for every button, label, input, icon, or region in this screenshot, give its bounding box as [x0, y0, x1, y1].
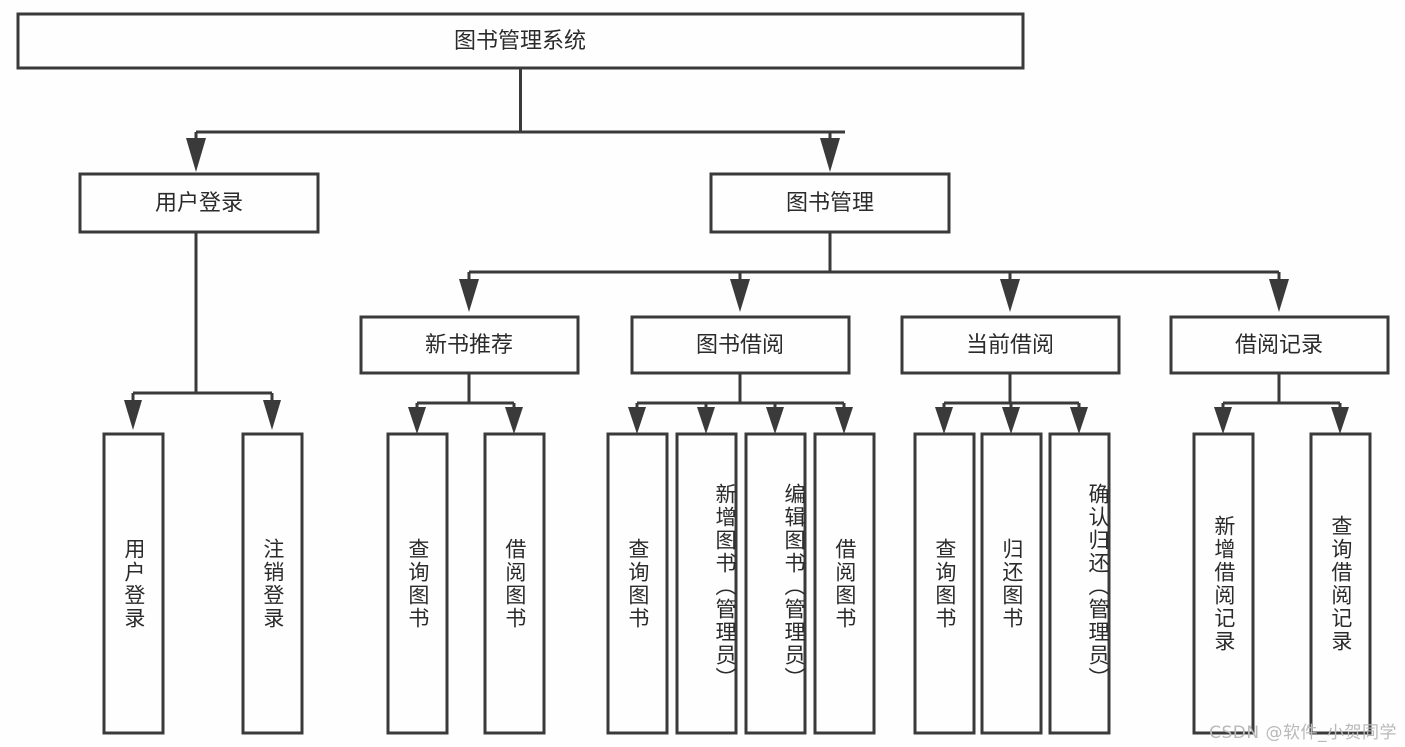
leaf-box-user-login-2[interactable]: [241, 432, 304, 735]
leaf-box-current-borrow-1[interactable]: [913, 432, 976, 735]
leaf-box-new-book-2[interactable]: [483, 432, 546, 735]
arrow-head-borrow-record-leaf-1: [1214, 407, 1232, 434]
leaf-box-borrow-record-1[interactable]: [1192, 432, 1255, 735]
node-user-login-box[interactable]: [78, 172, 320, 234]
node-root-box[interactable]: [16, 12, 1025, 70]
arrow-head-new-book-leaf-1: [408, 407, 426, 434]
arrow-head-current-borrow-leaf-3: [1070, 407, 1088, 434]
arrow-head-book-borrow-leaf-4: [835, 407, 853, 434]
leaf-box-borrow-record-2[interactable]: [1309, 432, 1372, 735]
arrow-head-new-book-leaf-2: [505, 407, 523, 434]
arrow-head-user-login: [186, 138, 206, 172]
node-new-book-recommend-box[interactable]: [359, 315, 580, 375]
leaf-box-book-borrow-1[interactable]: [606, 432, 669, 735]
node-book-mgmt-box[interactable]: [709, 172, 951, 234]
leaf-box-book-borrow-3[interactable]: [744, 432, 807, 735]
leaf-box-book-borrow-4[interactable]: [813, 432, 876, 735]
arrow-head-user-login-leaf-2: [263, 400, 281, 430]
arrow-head-level3-3: [1000, 279, 1020, 312]
arrow-head-level3-2: [730, 279, 750, 312]
node-current-borrow-box[interactable]: [900, 315, 1121, 375]
arrow-head-user-login-leaf-1: [124, 400, 142, 430]
node-new-book-recommend-label: 新书推荐: [425, 333, 513, 358]
node-current-borrow-label: 当前借阅: [966, 333, 1054, 358]
arrow-head-book-borrow-leaf-1: [628, 407, 646, 434]
node-book-borrow-label: 图书借阅: [696, 333, 784, 358]
leaf-box-current-borrow-2[interactable]: [980, 432, 1043, 735]
node-borrow-record-box[interactable]: [1169, 315, 1390, 375]
arrow-head-borrow-record-leaf-2: [1331, 407, 1349, 434]
arrow-head-book-mgmt: [820, 138, 840, 172]
leaf-box-current-borrow-3[interactable]: [1048, 432, 1111, 735]
node-root-label: 图书管理系统: [454, 29, 586, 54]
arrow-head-book-borrow-leaf-3: [766, 407, 784, 434]
arrow-head-level3-4: [1269, 279, 1289, 312]
arrow-head-level3-1: [459, 279, 479, 312]
node-user-login-label: 用户登录: [155, 191, 243, 216]
node-book-borrow-box[interactable]: [630, 315, 851, 375]
leaf-box-book-borrow-2[interactable]: [675, 432, 738, 735]
arrow-head-current-borrow-leaf-1: [935, 407, 953, 434]
arrow-head-current-borrow-leaf-2: [1002, 407, 1020, 434]
csdn-watermark: CSDN @软件_小贺同学: [1209, 723, 1397, 743]
leaf-box-new-book-1[interactable]: [386, 432, 449, 735]
node-borrow-record-label: 借阅记录: [1235, 333, 1323, 358]
node-book-mgmt-label: 图书管理: [786, 191, 874, 216]
leaf-box-user-login-1[interactable]: [102, 432, 165, 735]
arrow-head-book-borrow-leaf-2: [697, 407, 715, 434]
